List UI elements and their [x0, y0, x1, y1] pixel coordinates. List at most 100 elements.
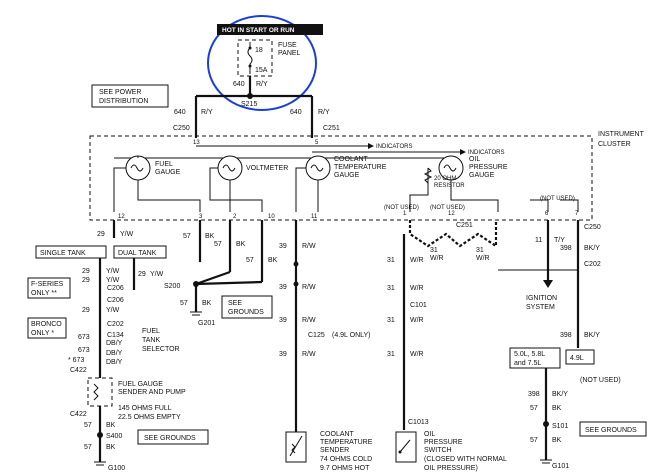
- wire-bk2-right: BK: [552, 437, 562, 444]
- wire-bky2: BK/Y: [584, 332, 600, 339]
- wire-29b: 29: [82, 268, 90, 275]
- oil-switch-label3: SWITCH: [424, 447, 452, 454]
- engine-a-line2: and 7.5L: [514, 360, 541, 367]
- single-tank-box: [35, 245, 107, 259]
- wire-57b-right: 57: [530, 437, 538, 444]
- pin-1: 1: [403, 211, 407, 217]
- fuel-gauge-label2: GAUGE: [155, 169, 181, 176]
- wire-rwc: R/W: [302, 317, 316, 324]
- ignition-label2: SYSTEM: [526, 304, 555, 311]
- wire-bk2-left: BK: [106, 444, 116, 451]
- wire-bkc: BK: [268, 257, 278, 264]
- ohm-empty: 22.5 OHMS EMPTY: [118, 414, 181, 421]
- bronco-label: BRONCO: [31, 321, 62, 328]
- power-dist-line2: DISTRIBUTION: [99, 98, 148, 105]
- c422-b: C422: [70, 411, 87, 418]
- wire-673: 673: [78, 334, 90, 341]
- single-tank-label: SINGLE TANK: [40, 250, 86, 257]
- wire-398b: 398: [560, 332, 572, 339]
- pin-13: 13: [193, 140, 200, 146]
- wire-29: 29: [97, 231, 105, 238]
- wire-bky: BK/Y: [584, 245, 600, 252]
- wire-398c: 398: [528, 391, 540, 398]
- not-used-b: (NOT USED): [430, 205, 465, 211]
- engine-box-a: [509, 347, 561, 369]
- oil-switch-label4: (CLOSED WITH NORMAL: [424, 456, 507, 463]
- wire-wrc: W/R: [476, 255, 490, 262]
- fuse-number: 18: [255, 47, 263, 54]
- selector-label1: FUEL: [142, 328, 160, 335]
- fuel-sender-box: [87, 377, 113, 407]
- fuel-sender-label1: FUEL GAUGE: [118, 381, 163, 388]
- wire-num: 640: [233, 81, 245, 88]
- g100-label: G100: [108, 465, 125, 472]
- wire-31b: 31: [430, 247, 438, 254]
- cluster-label1: INSTRUMENT: [598, 131, 645, 138]
- oil-switch-label1: OIL: [424, 431, 435, 438]
- wire-dby2: DB/Y: [106, 350, 123, 357]
- wire-39a: 39: [279, 243, 287, 250]
- indicators-b: INDICATORS: [468, 150, 504, 156]
- pin-12b: 12: [448, 211, 455, 217]
- wire-29d: 29: [82, 307, 90, 314]
- not-used-d: (NOT USED): [580, 377, 621, 384]
- ohm-full: 145 OHMS FULL: [118, 405, 172, 412]
- fuel-gauge-label: FUEL: [155, 161, 173, 168]
- selector-label3: SELECTOR: [142, 346, 180, 353]
- wire-11: 11: [535, 237, 542, 244]
- s200-label: S200: [164, 283, 180, 290]
- coolant-sender-label1: COOLANT: [320, 431, 355, 438]
- fuel-gauge: [125, 155, 151, 181]
- pin-10: 10: [268, 214, 275, 220]
- see-grounds-mid2: GROUNDS: [228, 309, 264, 316]
- dual-tank-label: DUAL TANK: [118, 250, 157, 257]
- wire-color: R/Y: [256, 81, 268, 88]
- fuse-label: FUSE: [278, 42, 297, 49]
- c251-label: C251: [323, 125, 340, 132]
- coolant-gauge: [305, 155, 331, 181]
- wire-rwb: R/W: [302, 284, 316, 291]
- selector-label2: TANK: [142, 337, 160, 344]
- wire-29-mid: 29: [138, 271, 146, 278]
- highlight-annotation: [207, 15, 317, 111]
- see-grounds-mid: [221, 295, 273, 319]
- c206-a: C206: [107, 285, 124, 292]
- fuel-sender-label2: SENDER AND PUMP: [118, 389, 186, 396]
- f-series-only: ONLY **: [31, 290, 57, 297]
- s101-label: S101: [552, 423, 568, 430]
- see-grounds-right: [579, 421, 647, 437]
- coolant-label3: GAUGE: [334, 172, 360, 179]
- g201-label: G201: [198, 320, 215, 327]
- fuse-header: [217, 24, 323, 35]
- c134-label: C134: [107, 332, 124, 339]
- pin-3: 3: [199, 214, 203, 220]
- resistor-label2: RESISTOR: [434, 183, 465, 189]
- oil-label2: PRESSURE: [469, 164, 508, 171]
- sender-symbol: [93, 383, 99, 401]
- wire-yw-mid: Y/W: [150, 271, 164, 278]
- power-dist-line1: SEE POWER: [99, 89, 141, 96]
- splice-label: S215: [241, 101, 257, 108]
- bronco-box: [27, 317, 67, 339]
- engine-a-line1: 5.0L, 5.8L: [514, 351, 545, 358]
- cluster-label2: CLUSTER: [598, 141, 631, 148]
- wire-31a: 31: [387, 257, 395, 264]
- left-wire-color: R/Y: [201, 109, 213, 116]
- wire-39c: 39: [279, 317, 287, 324]
- wire-rwd: R/W: [302, 351, 316, 358]
- dual-tank-box: [113, 245, 167, 259]
- oil-label1: OIL: [469, 156, 480, 163]
- wire-31d: 31: [387, 285, 395, 292]
- fuse-panel-label: PANEL: [278, 50, 301, 57]
- wire-31f: 31: [387, 351, 395, 358]
- engine-b-label: 4.9L: [570, 355, 584, 362]
- voltmeter-label: VOLTMETER: [246, 165, 288, 172]
- see-grounds-right-label: SEE GROUNDS: [585, 427, 637, 434]
- wire-dby: DB/Y: [106, 340, 123, 347]
- coolant-sender-hot: 9.7 OHMS HOT: [320, 465, 370, 472]
- c101-label: C101: [410, 302, 427, 309]
- g101-label: G101: [552, 463, 569, 470]
- s400-label: S400: [106, 433, 122, 440]
- wire-bkd: BK: [202, 300, 212, 307]
